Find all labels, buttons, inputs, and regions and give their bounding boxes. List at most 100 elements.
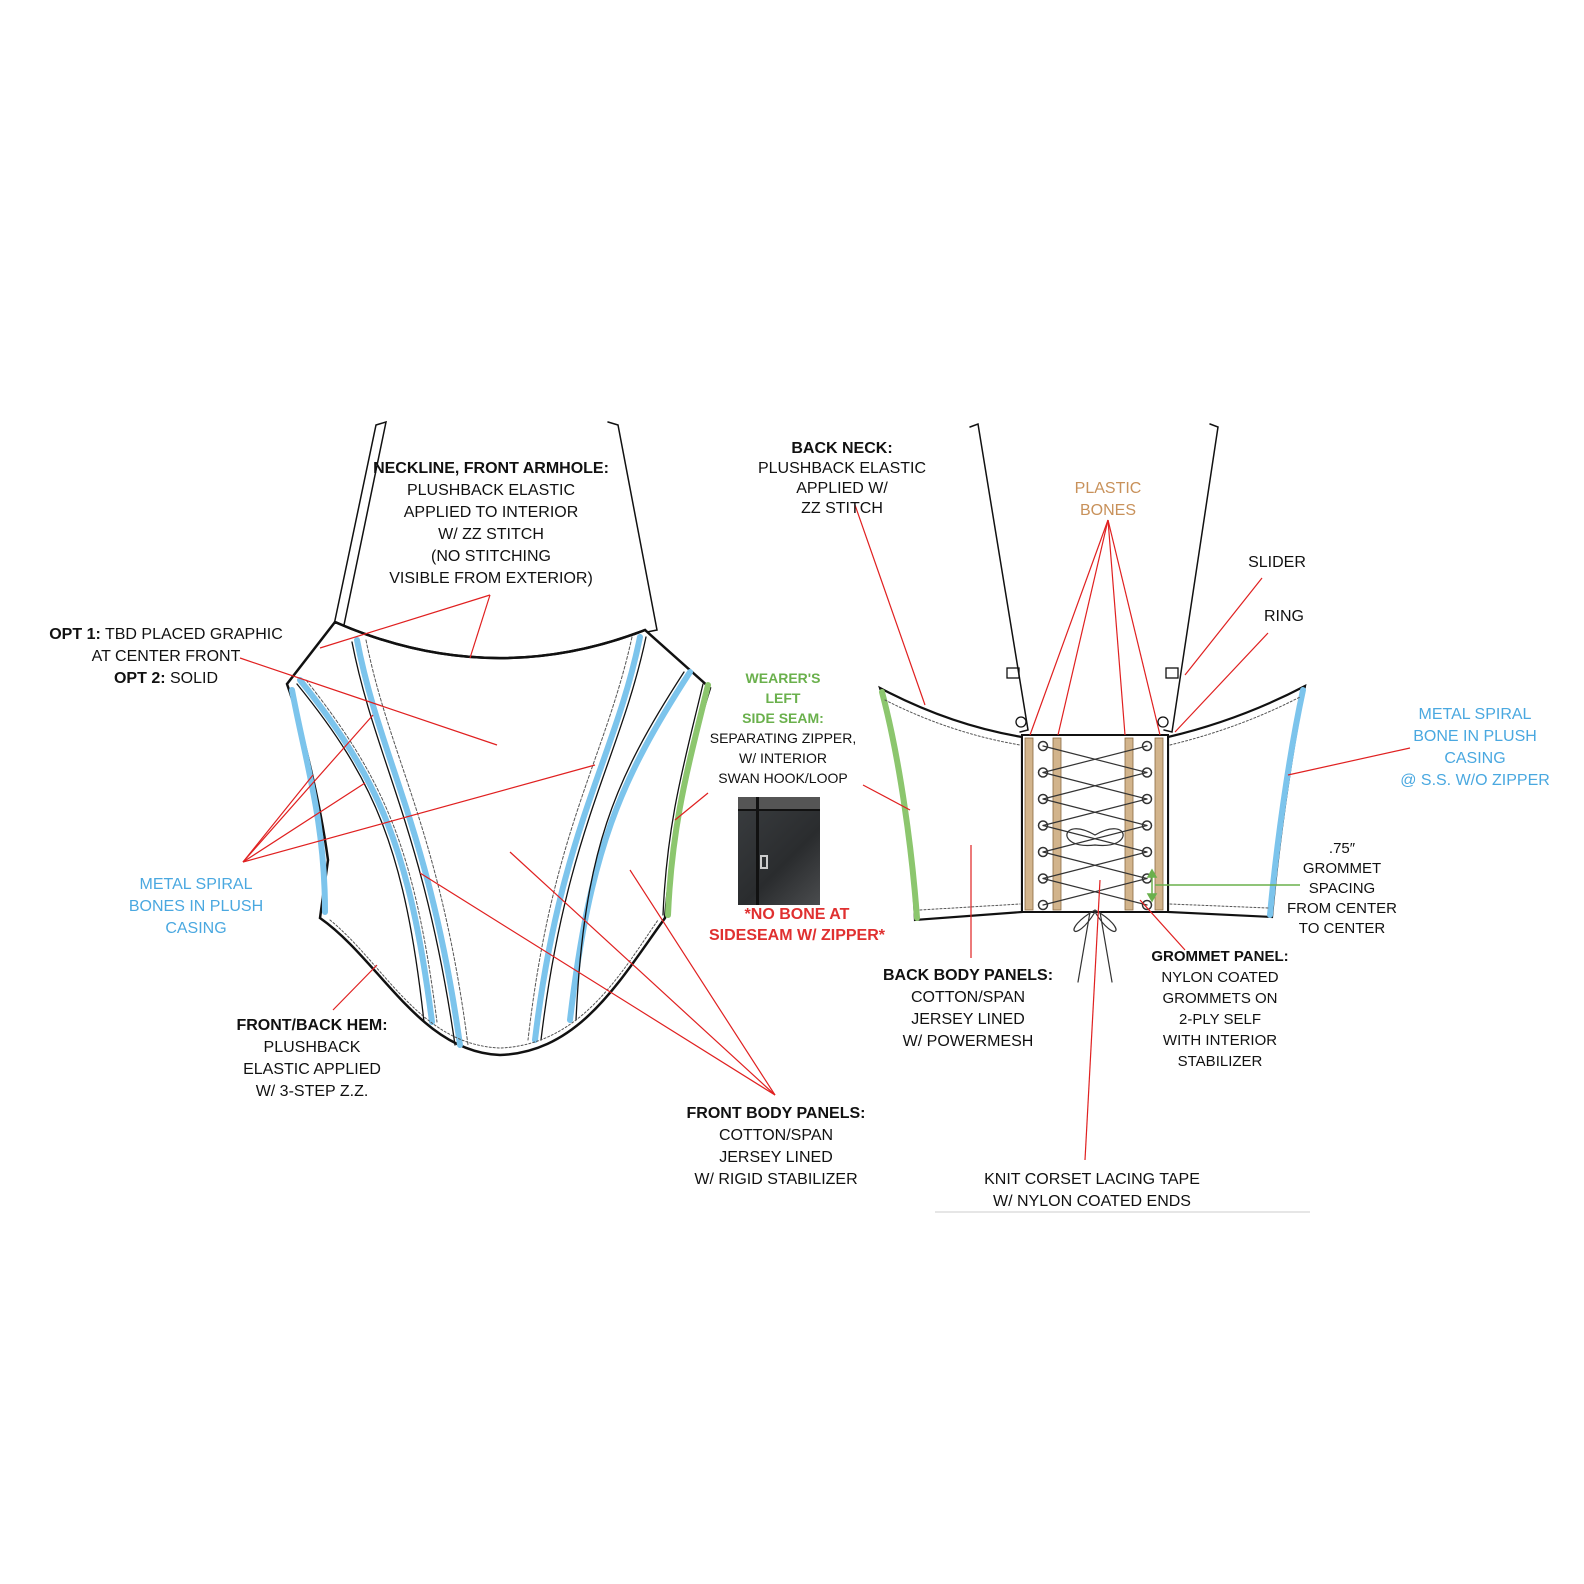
- grommet-panel-callout: GROMMET PANEL: NYLON COATED GROMMETS ON …: [1151, 946, 1288, 1072]
- metal-spiral-bones: [289, 634, 693, 1048]
- callout-title: GROMMET PANEL:: [1151, 948, 1289, 965]
- back-neck-callout: BACK NECK: PLUSHBACK ELASTIC APPLIED W/ …: [758, 439, 926, 519]
- grommets: [1037, 740, 1153, 911]
- hem-callout: FRONT/BACK HEM: PLUSHBACK ELASTIC APPLIE…: [236, 1015, 387, 1103]
- callout-line: VISIBLE FROM EXTERIOR): [389, 570, 593, 587]
- callout-line: WITH INTERIOR: [1162, 1032, 1278, 1049]
- lacing-cross: [1042, 745, 1148, 774]
- lacing-cross: [1042, 771, 1148, 800]
- plastic-bones-callout: PLASTIC BONES: [1075, 478, 1142, 522]
- lacing-callout: KNIT CORSET LACING TAPE W/ NYLON COATED …: [984, 1169, 1200, 1213]
- side-seam-callout: WEARER'S LEFT SIDE SEAM: SEPARATING ZIPP…: [710, 668, 857, 788]
- zipper-side-seam: [665, 682, 711, 918]
- metal-bone-back-callout: METAL SPIRAL BONE IN PLUSH CASING @ S.S.…: [1400, 704, 1550, 792]
- stitch-lines: [305, 636, 659, 1049]
- opt1-label: OPT 1:: [49, 626, 101, 643]
- leader-lines: [239, 504, 1411, 1161]
- callout-line: SIDESEAM W/ ZIPPER*: [708, 927, 886, 944]
- callout-line: SWAN HOOK/LOOP: [718, 770, 848, 786]
- callout-line: COTTON/SPAN: [718, 1127, 834, 1144]
- callout-title: LEFT: [765, 690, 801, 706]
- front-straps: [333, 420, 658, 633]
- callout-line: PLASTIC: [1074, 480, 1142, 497]
- neckline-callout: NECKLINE, FRONT ARMHOLE: PLUSHBACK ELAST…: [373, 458, 609, 590]
- lacing-cross: [1042, 798, 1148, 827]
- callout-title: WEARER'S: [745, 670, 821, 686]
- no-bone-note: *NO BONE AT SIDESEAM W/ ZIPPER*: [709, 904, 885, 946]
- lacing-cross: [1042, 877, 1148, 906]
- slider-callout: SLIDER: [1248, 554, 1306, 571]
- callout-line: GROMMETS ON: [1162, 990, 1278, 1007]
- callout-line: COTTON/SPAN: [910, 989, 1026, 1006]
- callout-title: BACK BODY PANELS:: [882, 967, 1054, 984]
- callout-line: ELASTIC APPLIED: [243, 1061, 381, 1078]
- callout-line: JERSEY LINED: [719, 1149, 833, 1166]
- callout-line: W/ POWERMESH: [902, 1033, 1034, 1050]
- opt2-label: OPT 2:: [113, 670, 166, 687]
- metal-bones-callout: METAL SPIRAL BONES IN PLUSH CASING: [129, 874, 263, 940]
- callout-line: FROM CENTER: [1287, 900, 1397, 917]
- slider-and-ring: [1006, 667, 1179, 728]
- callout-title: FRONT BODY PANELS:: [686, 1105, 866, 1122]
- callout-line: APPLIED W/: [796, 480, 888, 497]
- callout-line: METAL SPIRAL: [139, 876, 253, 893]
- callout-line: SPACING: [1308, 880, 1376, 897]
- callout-line: METAL SPIRAL: [1418, 706, 1532, 723]
- callout-line: BONES: [1079, 502, 1136, 519]
- swan-hook-icon: [760, 855, 768, 869]
- back-bodice: [878, 422, 1307, 983]
- callout-line: JERSEY LINED: [911, 1011, 1025, 1028]
- callout-line: W/ RIGID STABILIZER: [694, 1171, 858, 1188]
- front-body-fill: [285, 620, 712, 1057]
- callout-line: (NO STITCHING: [431, 548, 551, 565]
- seam-lines: [296, 636, 685, 1046]
- lacing-cross: [1042, 824, 1148, 853]
- callout-line: PLUSHBACK: [263, 1039, 361, 1056]
- callout-line: BONE IN PLUSH: [1413, 728, 1537, 745]
- lacing-cross: [1042, 851, 1148, 880]
- callout-line: W/ 3-STEP Z.Z.: [255, 1083, 369, 1100]
- callout-line: GROMMET: [1302, 860, 1382, 877]
- callout-line: STABILIZER: [1177, 1053, 1263, 1070]
- callout-line: BONES IN PLUSH: [128, 898, 264, 915]
- callout-line: SEPARATING ZIPPER,: [709, 730, 857, 746]
- zipper-icon: [756, 797, 759, 905]
- opt1-text: TBD PLACED GRAPHIC: [100, 626, 283, 643]
- back-right-bone: [1267, 687, 1306, 918]
- ring-callout: RING: [1264, 608, 1304, 625]
- graphic-option-callout: OPT 1: TBD PLACED GRAPHIC AT CENTER FRON…: [49, 624, 283, 690]
- grommet-spacing-callout: .75″ GROMMET SPACING FROM CENTER TO CENT…: [1287, 839, 1397, 939]
- back-straps: [969, 422, 1219, 733]
- corset-lacing: [1042, 745, 1148, 906]
- back-body-callout: BACK BODY PANELS: COTTON/SPAN JERSEY LIN…: [883, 965, 1053, 1053]
- callout-line: ZZ STITCH: [801, 500, 883, 517]
- back-left-zipper: [879, 689, 920, 921]
- callout-title: NECKLINE, FRONT ARMHOLE:: [373, 460, 609, 477]
- front-bodice: [285, 420, 712, 1057]
- callout-line: AT CENTER FRONT: [91, 648, 241, 665]
- callout-line: TO CENTER: [1298, 920, 1386, 937]
- callout-line: *NO BONE AT: [744, 906, 850, 923]
- zipper-swatch-photo: [738, 797, 820, 905]
- neckline: [333, 620, 647, 660]
- callout-line: PLUSHBACK ELASTIC: [406, 482, 576, 499]
- lacing-bow: [1066, 828, 1124, 983]
- callout-line: NYLON COATED: [1161, 969, 1279, 986]
- callout-line: APPLIED TO INTERIOR: [403, 504, 579, 521]
- callout-line: 2-PLY SELF: [1179, 1011, 1261, 1028]
- callout-line: KNIT CORSET LACING TAPE: [984, 1171, 1200, 1188]
- callout-title: BACK NECK:: [791, 440, 893, 457]
- grommet-spacing-indicator: [1146, 868, 1300, 903]
- plastic-bones: [1024, 737, 1164, 911]
- callout-line: .75″: [1328, 840, 1356, 857]
- callout-line: CASING: [1444, 750, 1506, 767]
- callout-line: W/ NYLON COATED ENDS: [993, 1193, 1191, 1210]
- front-body-callout: FRONT BODY PANELS: COTTON/SPAN JERSEY LI…: [687, 1103, 866, 1191]
- callout-line: W/ INTERIOR: [739, 750, 827, 766]
- callout-line: W/ ZZ STITCH: [438, 526, 544, 543]
- callout-line: @ S.S. W/O ZIPPER: [1400, 772, 1550, 789]
- opt2-text: SOLID: [165, 670, 219, 687]
- callout-title: FRONT/BACK HEM:: [236, 1017, 388, 1034]
